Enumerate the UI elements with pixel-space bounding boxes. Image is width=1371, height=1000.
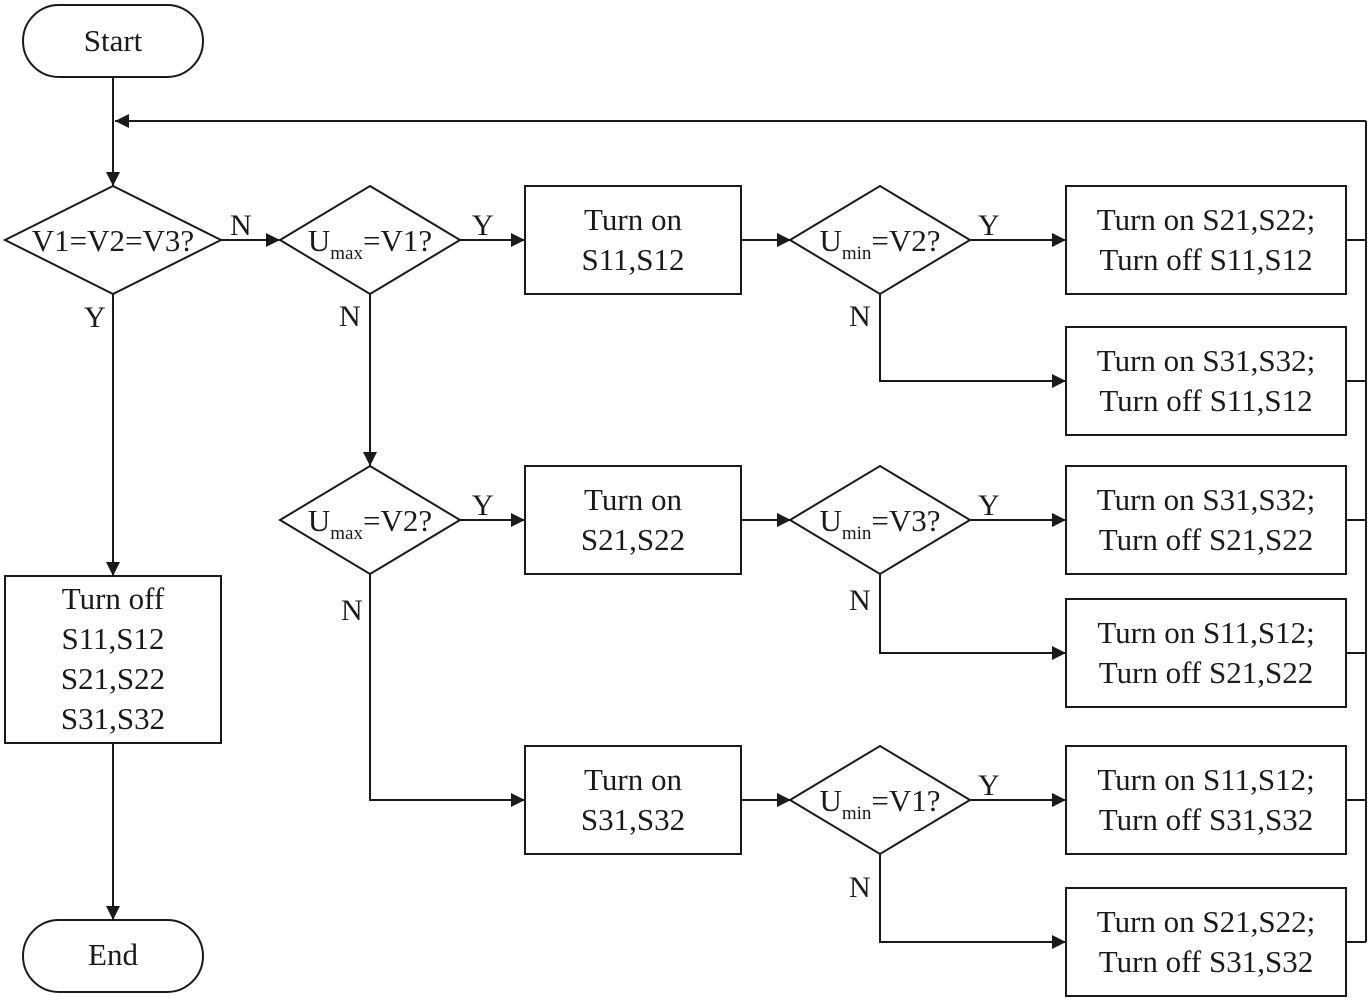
- decision-umax-v2: Umax=V2?: [278, 464, 462, 576]
- process-result-2-line-2: Turn off S11,S12: [1099, 383, 1312, 418]
- process-turn-off-all: Turn off S11,S12 S21,S22 S31,S32: [4, 575, 222, 744]
- process-on-s3-line-2: S31,S32: [581, 802, 685, 837]
- process-result-6-line-2: Turn off S31,S32: [1099, 944, 1314, 979]
- end-terminal: End: [22, 919, 204, 993]
- arrow-umin-v1-no: [879, 854, 1066, 949]
- process-on-s2-line-2: S21,S22: [581, 522, 685, 557]
- decision-umax-v2-label: Umax=V2?: [308, 503, 432, 544]
- process-on-s1-line-1: Turn on: [584, 202, 682, 237]
- process-result-3-line-1: Turn on S31,S32;: [1097, 482, 1316, 517]
- start-terminal: Start: [22, 4, 204, 78]
- process-result-5-line-2: Turn off S31,S32: [1099, 802, 1314, 837]
- label-umin-v1-yes: Y: [978, 769, 1000, 802]
- decision-equal-label: V1=V2=V3?: [32, 223, 194, 258]
- arrow-umax-v2-no: [369, 574, 525, 807]
- label-umin-v2-yes: Y: [978, 209, 1000, 242]
- label-umax-v1-yes: Y: [472, 209, 494, 242]
- arrow-umin-v3-no: [879, 574, 1066, 660]
- process-on-s1-line-2: S11,S12: [581, 242, 684, 277]
- label-umin-v3-no: N: [849, 584, 871, 617]
- decision-umax-v1: Umax=V1?: [278, 184, 462, 296]
- process-result-1-line-2: Turn off S11,S12: [1099, 242, 1312, 277]
- process-turn-off-all-line-2: S11,S12: [61, 621, 164, 656]
- end-label: End: [88, 937, 138, 972]
- label-umax-v2-yes: Y: [472, 489, 494, 522]
- process-result-2: Turn on S31,S32; Turn off S11,S12: [1065, 326, 1347, 436]
- process-result-5-line-1: Turn on S11,S12;: [1097, 762, 1314, 797]
- process-result-2-line-1: Turn on S31,S32;: [1097, 343, 1316, 378]
- label-equal-yes: Y: [84, 301, 106, 334]
- process-result-4: Turn on S11,S12; Turn off S21,S22: [1065, 598, 1347, 708]
- process-turn-off-all-line-3: S21,S22: [61, 661, 165, 696]
- branch-labels: N Y Y N Y N Y N Y N Y N: [84, 209, 1000, 904]
- label-equal-no: N: [230, 209, 252, 242]
- label-umax-v2-no: N: [341, 594, 363, 627]
- process-turn-off-all-line-1: Turn off: [62, 581, 165, 616]
- start-label: Start: [84, 23, 143, 58]
- decision-equal: V1=V2=V3?: [2, 184, 224, 296]
- decision-umin-v3: Umin=V3?: [788, 464, 972, 576]
- decision-umax-v1-label: Umax=V1?: [308, 223, 432, 264]
- process-turn-off-all-line-4: S31,S32: [61, 701, 165, 736]
- process-result-3: Turn on S31,S32; Turn off S21,S22: [1065, 465, 1347, 575]
- decision-umin-v2: Umin=V2?: [788, 184, 972, 296]
- label-umin-v3-yes: Y: [978, 489, 1000, 522]
- process-result-4-line-2: Turn off S21,S22: [1099, 655, 1314, 690]
- process-on-s2-line-1: Turn on: [584, 482, 682, 517]
- decision-umin-v1: Umin=V1?: [788, 744, 972, 856]
- process-result-3-line-2: Turn off S21,S22: [1099, 522, 1314, 557]
- connectors: [106, 77, 1367, 949]
- process-on-s1: Turn on S11,S12: [524, 185, 742, 295]
- process-result-6: Turn on S21,S22; Turn off S31,S32: [1065, 887, 1347, 997]
- process-result-4-line-1: Turn on S11,S12;: [1097, 615, 1314, 650]
- decision-umin-v1-label: Umin=V1?: [819, 783, 940, 824]
- decision-umin-v2-label: Umin=V2?: [819, 223, 940, 264]
- process-on-s3-line-1: Turn on: [584, 762, 682, 797]
- process-result-6-line-1: Turn on S21,S22;: [1097, 904, 1316, 939]
- decision-umin-v3-label: Umin=V3?: [819, 503, 940, 544]
- process-on-s2: Turn on S21,S22: [524, 465, 742, 575]
- process-on-s3: Turn on S31,S32: [524, 745, 742, 855]
- process-result-1: Turn on S21,S22; Turn off S11,S12: [1065, 185, 1347, 295]
- process-result-5: Turn on S11,S12; Turn off S31,S32: [1065, 745, 1347, 855]
- label-umax-v1-no: N: [339, 300, 361, 333]
- label-umin-v1-no: N: [849, 871, 871, 904]
- arrow-umin-v2-no: [879, 294, 1066, 388]
- label-umin-v2-no: N: [849, 300, 871, 333]
- process-result-1-line-1: Turn on S21,S22;: [1097, 202, 1316, 237]
